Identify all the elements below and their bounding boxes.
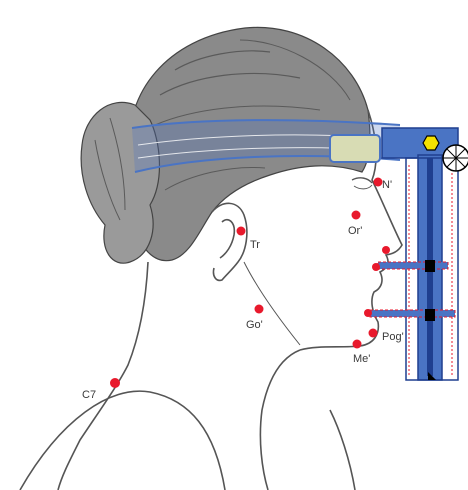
forehead-pad [330,135,380,162]
landmark-dot-c7 [110,378,120,388]
landmark-dot-ls [372,263,380,271]
landmark-dot-sn [382,246,390,254]
landmark-dot-li [364,309,372,317]
landmark-dot-or [352,211,361,220]
slider-block-icon [425,260,435,272]
hexagon-knob-icon [423,136,439,150]
landmark-label-pog: Pog' [382,331,404,343]
landmark-label-go: Go' [246,319,263,331]
slider-block-icon [425,309,435,321]
landmark-dot-pog [369,329,378,338]
landmark-label-n: N' [382,179,392,191]
landmark-label-c7: C7 [82,389,96,401]
landmark-label-me: Me' [353,353,370,365]
adjustment-wheel-icon [443,145,468,171]
landmark-dot-me [353,340,362,349]
landmark-label-or: Or' [348,225,362,237]
landmark-dot-tr [237,227,246,236]
landmark-dot-go [255,305,264,314]
landmark-label-tr: Tr [250,239,260,251]
